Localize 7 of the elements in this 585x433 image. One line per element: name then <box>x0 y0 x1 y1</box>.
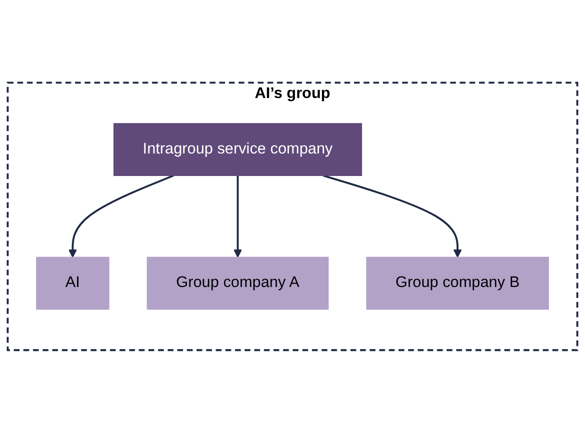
arrow <box>234 176 242 258</box>
arrow <box>322 174 462 258</box>
node-box: Intragroup service company <box>113 123 362 176</box>
node-box: AI <box>36 256 110 310</box>
arrow <box>68 174 174 258</box>
node-box: Group company B <box>366 256 549 310</box>
node-box: Group company A <box>146 256 329 310</box>
